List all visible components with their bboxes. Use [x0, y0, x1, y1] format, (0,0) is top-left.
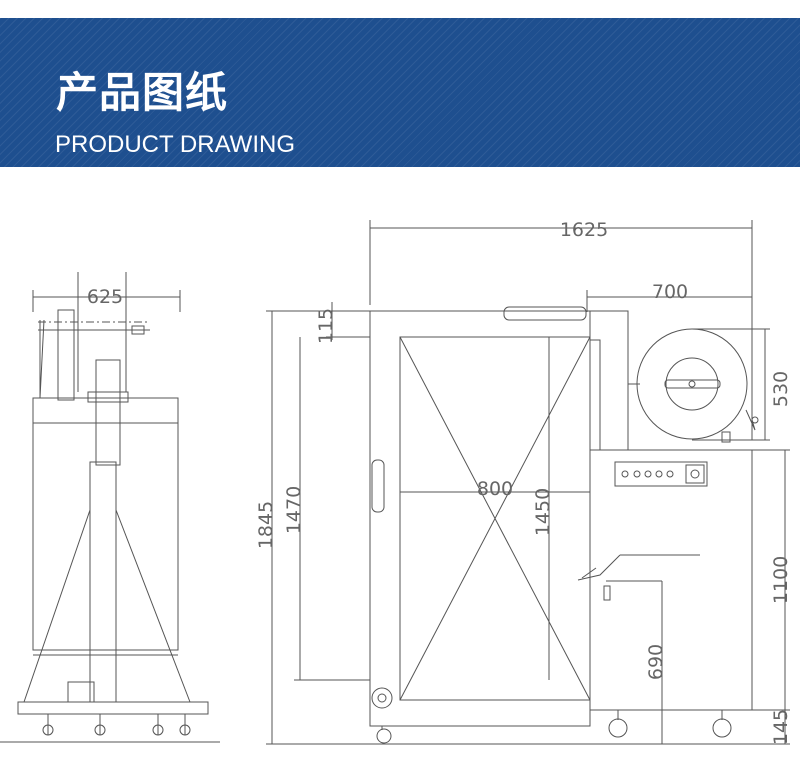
dim-top-height: 115	[315, 308, 337, 344]
dim-overall-height: 1845	[255, 501, 277, 549]
dim-arch-width: 800	[477, 478, 513, 500]
dim-side-width: 625	[87, 286, 123, 308]
dim-head-width: 700	[652, 281, 688, 303]
dim-arch-height: 1450	[532, 488, 554, 536]
page-title: 产品图纸	[56, 68, 229, 117]
dim-coil-height: 530	[770, 371, 792, 407]
dim-frame-height: 1470	[283, 486, 305, 534]
page-subtitle: PRODUCT DRAWING	[55, 131, 295, 158]
dim-overall-width: 1625	[560, 219, 608, 241]
dim-wheel-height: 145	[770, 709, 792, 745]
dim-table-height: 1100	[770, 556, 792, 604]
side-view	[0, 272, 220, 743]
header-banner: 产品图纸 PRODUCT DRAWING	[0, 18, 800, 167]
dim-table-top: 690	[645, 644, 667, 680]
front-view	[266, 220, 790, 745]
